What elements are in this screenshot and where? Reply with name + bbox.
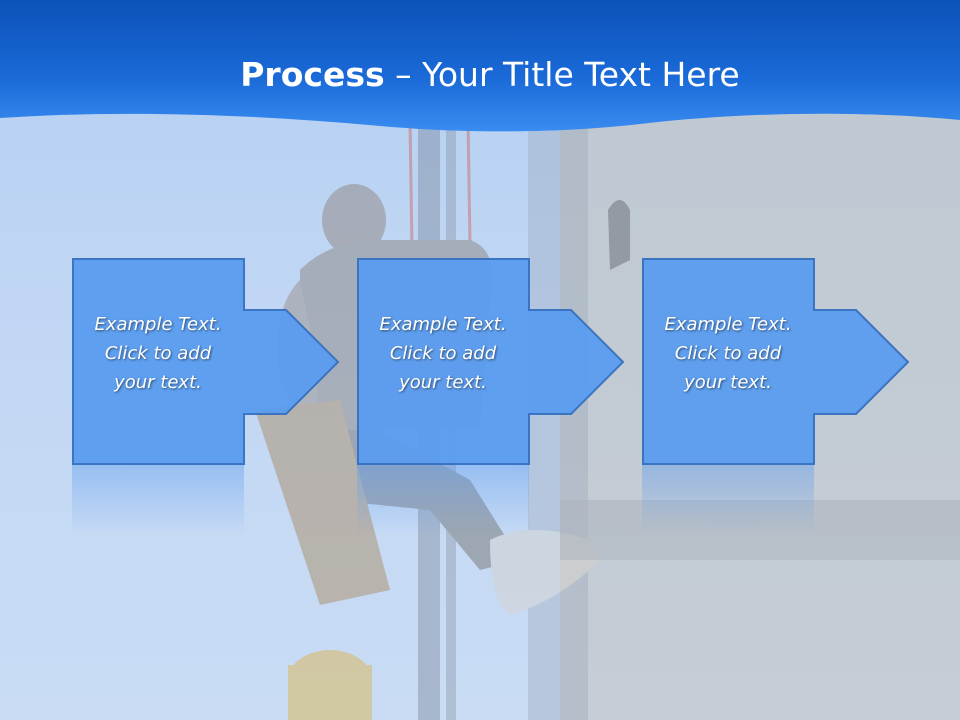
title-banner <box>0 0 960 132</box>
page-title-rest: – Your Title Text Here <box>384 55 740 94</box>
step-text[interactable]: Example Text. Click to add your text. <box>664 314 792 393</box>
process-step-3[interactable]: Example Text. Click to add your text. <box>642 258 910 534</box>
building-ledge <box>560 500 960 560</box>
page-title-bold: Process <box>240 55 385 94</box>
process-step-1[interactable]: Example Text. Click to add your text. <box>72 258 340 534</box>
worker-head <box>322 184 386 256</box>
step-arrow-box <box>357 258 625 465</box>
process-step-2[interactable]: Example Text. Click to add your text. <box>357 258 625 534</box>
worker-shoe <box>490 530 600 615</box>
rope <box>408 119 414 251</box>
window-tool <box>608 200 630 270</box>
page-title[interactable]: Process – Your Title Text Here <box>0 50 960 100</box>
step-reflection <box>642 464 814 534</box>
step-text[interactable]: Example Text. Click to add your text. <box>94 314 222 393</box>
step-text[interactable]: Example Text. Click to add your text. <box>379 314 507 393</box>
worker-legs <box>300 430 520 570</box>
bucket <box>288 650 372 710</box>
step-reflection <box>357 464 529 534</box>
rope <box>466 119 472 246</box>
step-reflection <box>72 464 244 534</box>
step-arrow-box <box>72 258 340 465</box>
step-arrow-box <box>642 258 910 465</box>
bucket <box>288 665 372 720</box>
bosun-chair <box>255 400 390 605</box>
